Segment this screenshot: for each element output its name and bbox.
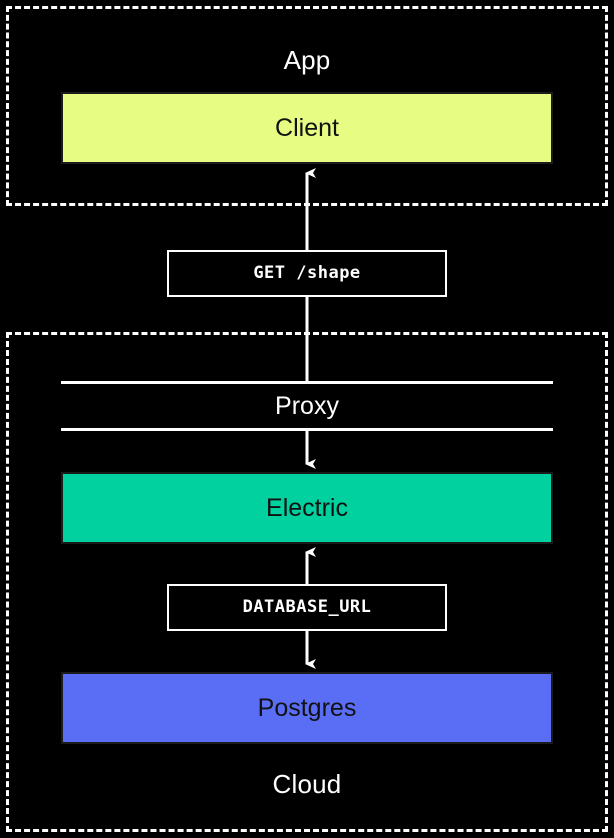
- edge-label-get-shape-text: GET /shape: [253, 263, 361, 283]
- edge-label-get-shape[interactable]: GET /shape: [167, 250, 447, 297]
- node-client-label: Client: [275, 113, 339, 142]
- node-electric-label: Electric: [266, 493, 348, 522]
- node-postgres[interactable]: Postgres: [61, 672, 553, 744]
- edge-label-database-url-text: DATABASE_URL: [242, 597, 372, 617]
- node-proxy-label: Proxy: [275, 391, 339, 420]
- group-cloud-label: Cloud: [272, 769, 342, 799]
- edge-label-database-url[interactable]: DATABASE_URL: [167, 584, 447, 631]
- node-postgres-label: Postgres: [257, 693, 357, 722]
- node-client[interactable]: Client: [61, 92, 553, 164]
- node-proxy[interactable]: Proxy: [61, 381, 553, 431]
- group-app-label: App: [283, 45, 331, 75]
- node-electric[interactable]: Electric: [61, 472, 553, 544]
